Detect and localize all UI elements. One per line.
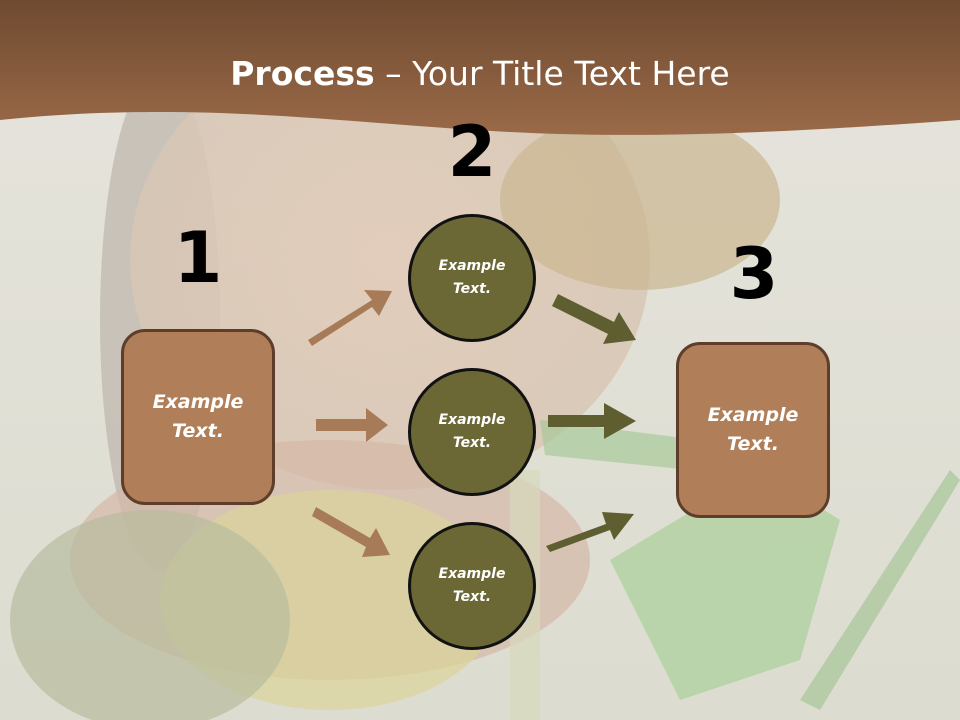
- circle-mid: Example Text.: [408, 368, 536, 496]
- hat-shape: [500, 110, 780, 290]
- arrow-mid-to-right: [548, 403, 636, 439]
- step-number-2: 2: [447, 111, 497, 193]
- rake-head-shape: [540, 420, 700, 470]
- right-box-line2: Text.: [727, 433, 779, 455]
- circle-bottom: Example Text.: [408, 522, 536, 650]
- left-box-line2: Text.: [172, 420, 224, 442]
- leaves-shape: [10, 510, 290, 720]
- step-number-3: 3: [729, 233, 779, 315]
- right-box: Example Text.: [676, 342, 830, 518]
- shovel-shape: [610, 470, 840, 700]
- arrow-left-to-top: [308, 290, 392, 346]
- arrow-top-to-right: [552, 294, 636, 344]
- page-title: Process – Your Title Text Here: [0, 52, 960, 96]
- left-box-line1: Example: [152, 391, 244, 413]
- circle-top: Example Text.: [408, 214, 536, 342]
- circle-bottom-line2: Text.: [452, 589, 492, 605]
- tool-stick-shape: [800, 470, 960, 710]
- circle-top-line2: Text.: [452, 281, 492, 297]
- title-bold: Process: [230, 54, 375, 93]
- arrow-left-to-bottom: [312, 507, 390, 557]
- arrow-bottom-to-right: [546, 512, 634, 552]
- circle-top-line1: Example: [438, 258, 506, 274]
- step-number-1: 1: [173, 217, 223, 299]
- circle-mid-line1: Example: [438, 412, 506, 428]
- left-box: Example Text.: [121, 329, 275, 505]
- title-rest: – Your Title Text Here: [374, 54, 730, 93]
- arrow-left-to-mid: [316, 408, 388, 442]
- circle-bottom-line1: Example: [438, 566, 506, 582]
- right-box-line1: Example: [707, 404, 799, 426]
- circle-mid-line2: Text.: [452, 435, 492, 451]
- header-banner: [0, 0, 960, 135]
